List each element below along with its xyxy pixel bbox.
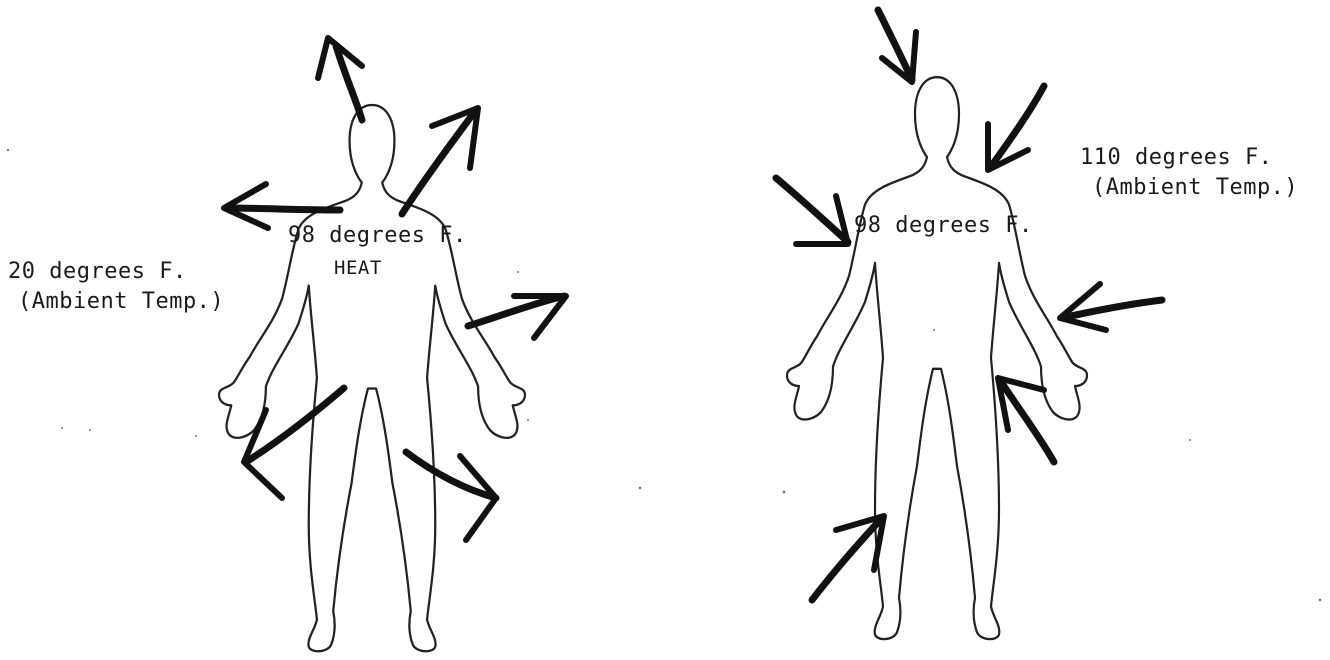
outward-heat-arrows: [224, 38, 566, 540]
heat-label: HEAT: [334, 256, 382, 280]
inward-heat-arrows: [776, 10, 1162, 600]
outward-arrow-down-left: [244, 388, 344, 498]
hot-ambient-temperature-label: 110 degrees F.: [1080, 146, 1272, 170]
cold-body-temperature-label: 98 degrees F.: [288, 224, 467, 248]
inward-arrow-top: [878, 10, 916, 82]
outward-arrow-up-right: [402, 108, 478, 214]
hot-ambient-note: (Ambient Temp.): [1092, 176, 1298, 200]
hot-body-temperature-label: 98 degrees F.: [854, 214, 1033, 238]
hot-body-outline: [787, 77, 1087, 639]
outward-arrow-right: [468, 296, 566, 338]
outward-arrow-left: [224, 184, 340, 228]
scan-specks: [7, 149, 1321, 601]
inward-arrow-lower-right: [998, 378, 1054, 462]
inward-arrow-bottom-left: [812, 516, 884, 600]
inward-arrow-upper-left: [776, 178, 848, 244]
inward-arrow-upper-right: [988, 86, 1044, 170]
outward-arrow-up: [318, 38, 362, 120]
cold-ambient-temperature-label: 20 degrees F.: [8, 260, 187, 284]
inward-arrow-right: [1060, 284, 1162, 330]
cold-ambient-note: (Ambient Temp.): [18, 290, 224, 314]
hot-body-figure: [787, 77, 1087, 639]
outward-arrow-down-right: [406, 452, 496, 540]
